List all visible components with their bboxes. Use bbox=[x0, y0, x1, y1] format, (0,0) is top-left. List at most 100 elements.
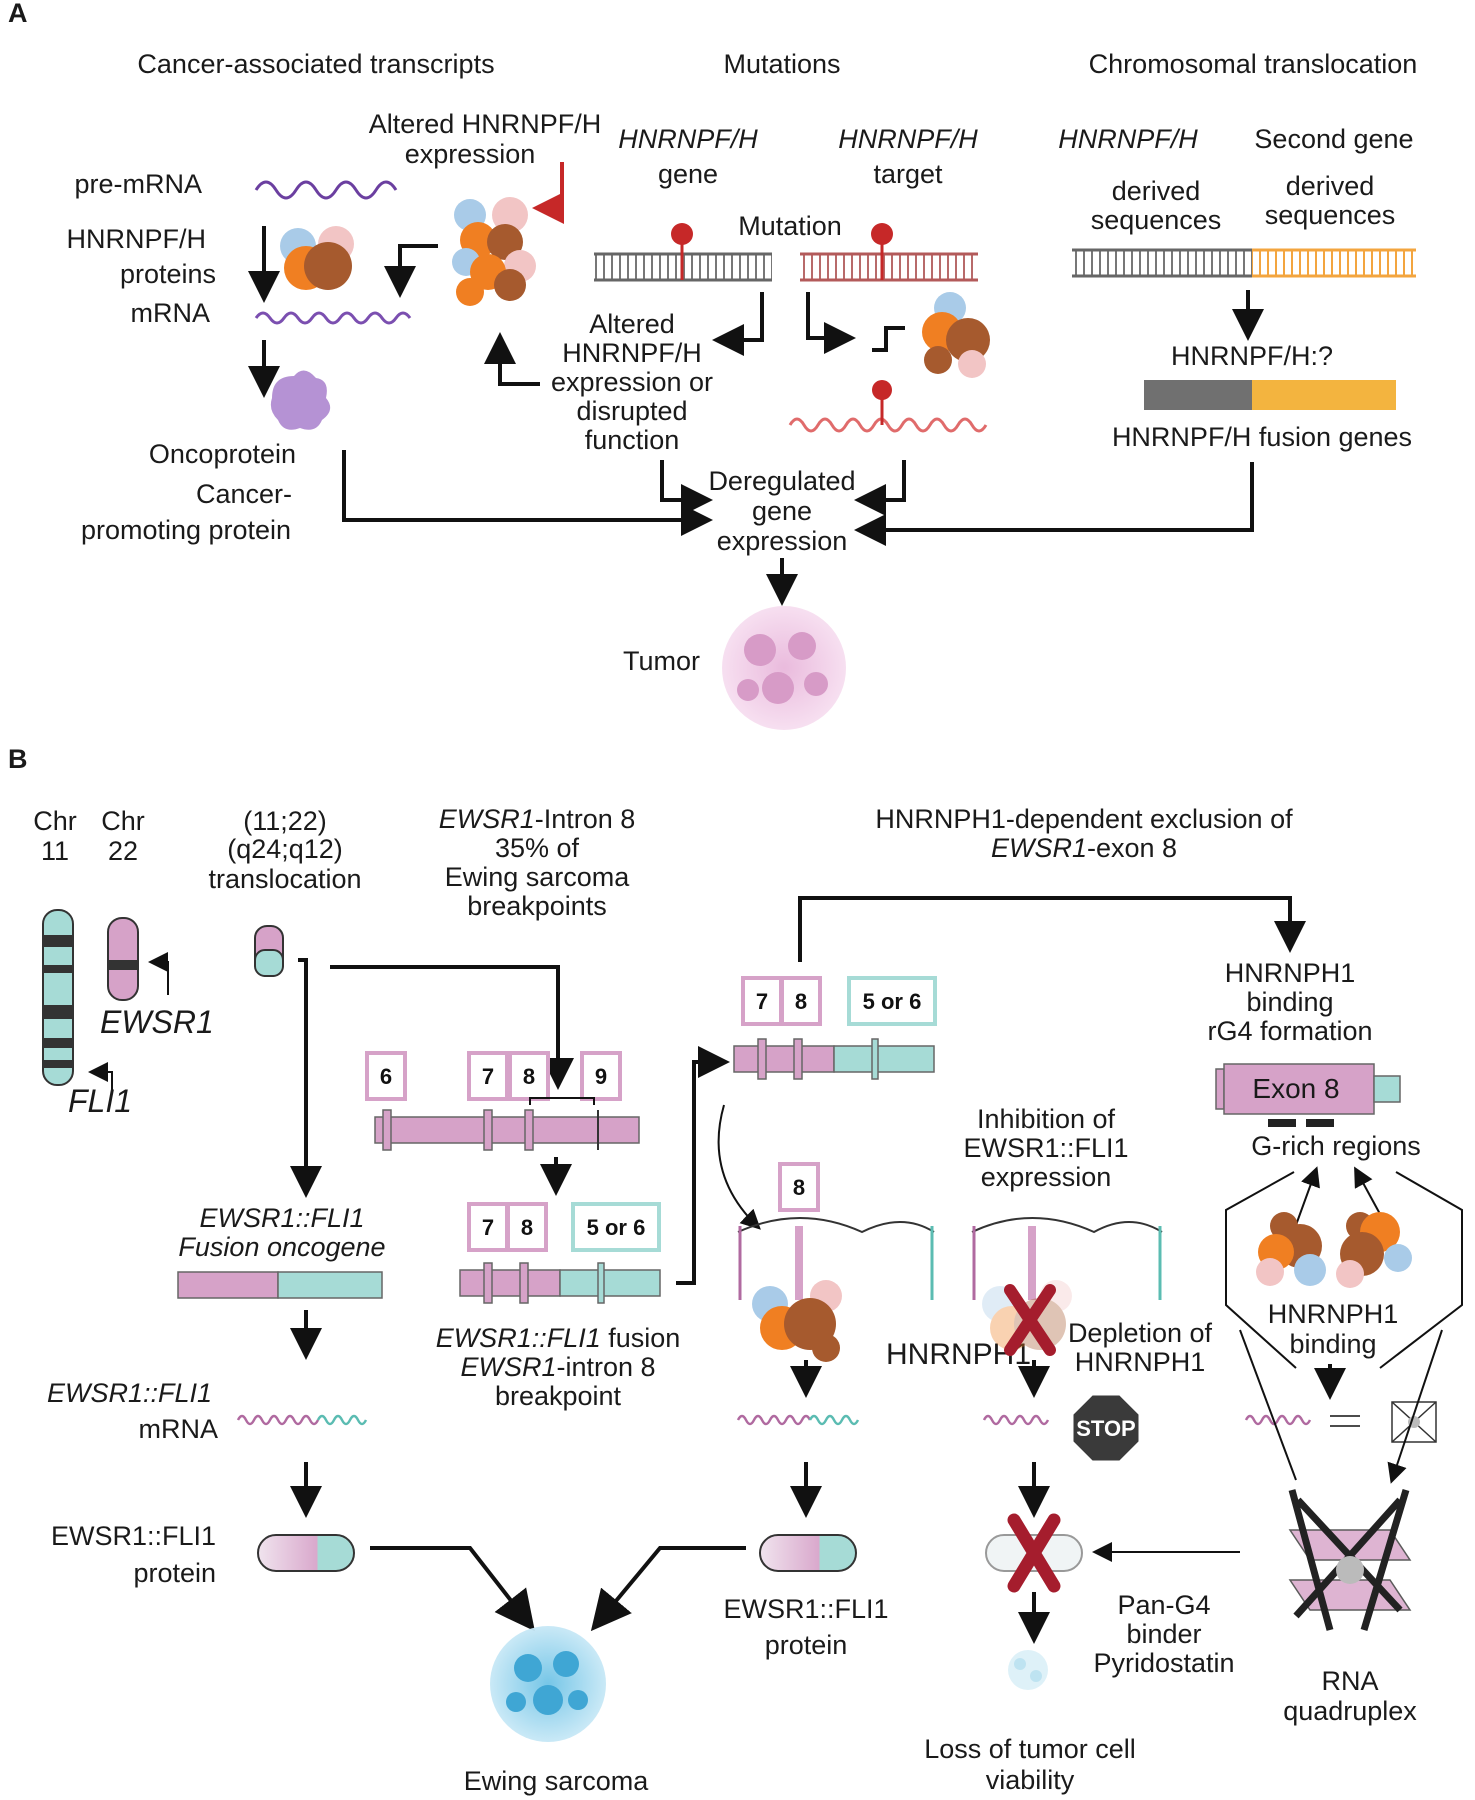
left-name: HNRNPF/H bbox=[1058, 124, 1198, 154]
rna-line-2: quadruplex bbox=[1283, 1696, 1417, 1726]
intron-line-1: EWSR1-Intron 8 bbox=[439, 804, 636, 834]
panel-a-label: A bbox=[8, 0, 28, 28]
equilibrium-arrows bbox=[1330, 1415, 1360, 1427]
excluded-exon-box bbox=[778, 1162, 820, 1212]
hnrnp-protein-cluster bbox=[280, 226, 354, 290]
hbind-line-1: HNRNPH1 bbox=[1268, 1299, 1399, 1329]
exon8-right-stub bbox=[1373, 1075, 1401, 1103]
tumor-cell-cluster bbox=[722, 606, 846, 730]
depletion-line-1: Depletion of bbox=[1068, 1318, 1213, 1348]
effect-to-cluster-arrow bbox=[484, 332, 540, 386]
cancer-promoting-1: Cancer- bbox=[196, 479, 292, 509]
target-name: HNRNPF/H bbox=[838, 124, 978, 154]
loss-line-2: viability bbox=[986, 1765, 1075, 1795]
protein-line-1: EWSR1::FLI1 bbox=[51, 1521, 216, 1551]
exon8-box bbox=[1223, 1063, 1375, 1115]
chr22-label-1: Chr bbox=[101, 806, 145, 836]
gene-label: gene bbox=[658, 159, 718, 189]
cancer-promoting-2: promoting protein bbox=[81, 515, 291, 545]
derivative-chromosome bbox=[254, 925, 284, 977]
rna-quadruplex-structure bbox=[1288, 1488, 1412, 1632]
protein-to-ewing-arrow bbox=[370, 1546, 535, 1632]
loss-viability-cluster bbox=[1008, 1650, 1048, 1690]
small-g4-structure bbox=[1391, 1401, 1437, 1443]
effect-line-5: function bbox=[585, 425, 680, 455]
gene-dna-ladder bbox=[594, 223, 772, 282]
target-to-dereg-arrow bbox=[854, 460, 906, 516]
mrna-line-1: EWSR1::FLI1 bbox=[47, 1378, 212, 1408]
pre-mrna-label: pre-mRNA bbox=[74, 169, 202, 199]
right-derived: derived bbox=[1286, 171, 1375, 201]
rg4-hexagon-right bbox=[1379, 1171, 1463, 1369]
exon-boxes-spliced bbox=[741, 976, 937, 1026]
transloc-2: (q24;q12) bbox=[227, 834, 343, 864]
intron-line-3: Ewing sarcoma bbox=[445, 862, 631, 892]
target-dna-ladder bbox=[800, 223, 978, 282]
fusion-bar-grey bbox=[1144, 380, 1252, 410]
hbind-line-2: binding bbox=[1289, 1329, 1376, 1359]
col1-title: Cancer-associated transcripts bbox=[137, 49, 494, 79]
protein2-line-2: protein bbox=[765, 1630, 848, 1660]
pre-mrna-wave bbox=[254, 180, 398, 200]
fli1-label: FLI1 bbox=[68, 1083, 132, 1119]
left-derived: derived bbox=[1112, 176, 1201, 206]
grich-label: G-rich regions bbox=[1251, 1131, 1421, 1161]
pan-line-3: Pyridostatin bbox=[1093, 1648, 1234, 1678]
effect-line-1: Altered bbox=[589, 309, 675, 339]
fusion-bar-yellow bbox=[1252, 380, 1396, 410]
cluster-to-mrna-arrow bbox=[384, 244, 438, 298]
gene-effect-arrow bbox=[712, 292, 764, 356]
hnrnph1-protein-bound bbox=[752, 1280, 842, 1362]
left-sequences: sequences bbox=[1091, 205, 1222, 235]
rg4-connector-left bbox=[1239, 1329, 1297, 1481]
proteins-label-1: HNRNPF/H bbox=[67, 224, 207, 254]
chromosome-11 bbox=[42, 909, 74, 1086]
chr11-label-2: 11 bbox=[41, 836, 69, 866]
exon-8-label: 8 bbox=[523, 1064, 535, 1089]
equilibrium-mrna bbox=[1244, 1414, 1312, 1426]
depletion-x-mark bbox=[1004, 1284, 1056, 1356]
chr22-label-2: 22 bbox=[108, 836, 138, 866]
panel-b-label: B bbox=[8, 744, 28, 774]
fusion-bp-line-1: EWSR1::FLI1 fusion bbox=[436, 1323, 681, 1353]
inhibition-splicing-intermediate bbox=[971, 1217, 1163, 1300]
depletion-line-2: HNRNPH1 bbox=[1075, 1347, 1206, 1377]
effect-line-4: disrupted bbox=[576, 396, 687, 426]
exclusion-arrow bbox=[798, 896, 1306, 962]
pan-line-2: binder bbox=[1126, 1619, 1201, 1649]
fusion-exon-5or6: 5 or 6 bbox=[587, 1215, 646, 1240]
dereg-line-2: gene bbox=[752, 496, 812, 526]
dereg-line-1: Deregulated bbox=[708, 466, 855, 496]
truncated-mrna bbox=[982, 1414, 1050, 1426]
derivative-to-fusion-arrow bbox=[290, 958, 322, 1198]
fusion-mrna-ewsr1 bbox=[236, 1414, 320, 1426]
fusion-genes-label: HNRNPF/H fusion genes bbox=[1112, 422, 1412, 452]
splicing-intermediate bbox=[737, 1217, 935, 1300]
protein2-line-1: EWSR1::FLI1 bbox=[723, 1594, 888, 1624]
altered-expression-2: expression bbox=[405, 139, 536, 169]
fusion-bp-line-2: EWSR1-intron 8 bbox=[460, 1352, 655, 1382]
col3-title: Chromosomal translocation bbox=[1089, 49, 1418, 79]
fusion-protein-pill-2 bbox=[759, 1534, 857, 1572]
intron-line-4: breakpoints bbox=[467, 891, 607, 921]
right-sequences: sequences bbox=[1265, 200, 1396, 230]
spliced-construct-bar bbox=[733, 1038, 935, 1080]
fusion-exon-7: 7 bbox=[482, 1215, 494, 1240]
exon-9-label: 9 bbox=[595, 1064, 607, 1089]
ewsr1-pointer bbox=[148, 952, 169, 995]
gene-name: HNRNPF/H bbox=[618, 124, 758, 154]
fusion-dna-ladder bbox=[1072, 248, 1416, 278]
oncoprotein-to-dereg-arrow bbox=[342, 450, 713, 536]
binding-line-2: binding bbox=[1246, 987, 1333, 1017]
ewsr1-gene-bar bbox=[374, 1097, 640, 1151]
target-protein-cluster bbox=[922, 292, 990, 378]
loss-line-1: Loss of tumor cell bbox=[924, 1734, 1136, 1764]
ewing-label: Ewing sarcoma bbox=[464, 1766, 650, 1796]
rg4-connector-right bbox=[1387, 1329, 1443, 1484]
exon-6-label: 6 bbox=[380, 1064, 392, 1089]
oncoprotein-shape bbox=[270, 370, 331, 430]
splice-curve-arrow bbox=[717, 1104, 761, 1230]
spliced-exon-8: 8 bbox=[795, 989, 807, 1014]
ewing-sarcoma-cluster bbox=[490, 1626, 606, 1742]
